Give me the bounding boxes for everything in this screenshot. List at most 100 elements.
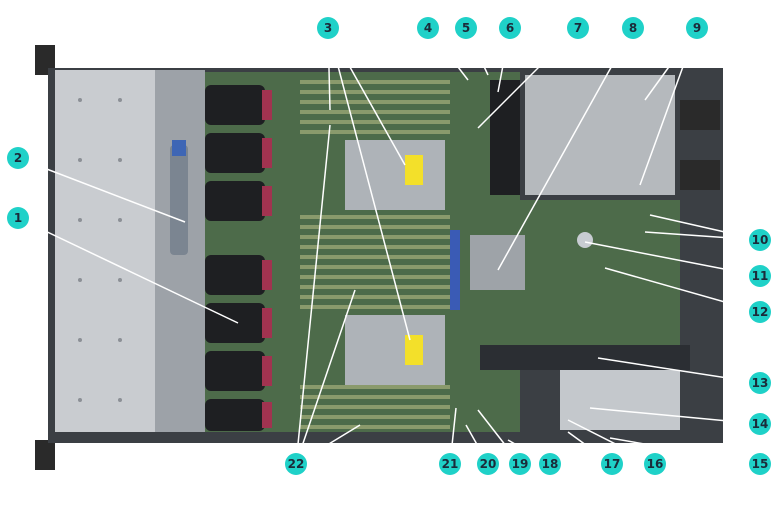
callout-16: 16 <box>644 453 666 475</box>
callout-21-marker <box>439 453 461 475</box>
callout-15-leader <box>609 437 761 465</box>
callout-2-leader <box>17 157 186 223</box>
callout-7-marker <box>567 17 589 39</box>
callout-2: 2 <box>7 147 29 169</box>
callout-1-marker <box>7 207 29 229</box>
callout-22-leader <box>295 124 331 465</box>
callout-7: 7 <box>567 17 589 39</box>
riser-cage <box>480 345 690 370</box>
callout-17-marker <box>601 453 623 475</box>
fan-array <box>205 85 272 431</box>
callout-6: 6 <box>499 17 521 39</box>
callout-10: 10 <box>749 229 771 251</box>
callout-8-marker <box>622 17 644 39</box>
server-chassis <box>35 45 723 470</box>
callout-15-marker <box>749 453 771 475</box>
callout-10-label: 10 <box>752 233 769 247</box>
callout-10-leader <box>644 231 761 241</box>
callout-11: 11 <box>749 265 771 287</box>
system-battery <box>577 232 593 248</box>
callout-5-marker <box>455 17 477 39</box>
callout-16-label: 16 <box>647 457 664 471</box>
callout-13-label: 13 <box>752 376 769 390</box>
callout-9-leader <box>644 27 698 101</box>
callout-13-leader <box>597 357 761 384</box>
callout-11-label: 11 <box>752 269 769 283</box>
callout-3-label: 3 <box>324 21 332 35</box>
callout-14-label: 14 <box>752 417 769 431</box>
callout-10-marker <box>749 229 771 251</box>
callout-3-leader <box>327 27 406 166</box>
callout-4-marker <box>417 17 439 39</box>
callout-20: 20 <box>477 453 499 475</box>
callout-12-label: 12 <box>752 305 769 319</box>
battery-pack <box>170 145 188 255</box>
callout-2-label: 2 <box>14 151 22 165</box>
callout-7-label: 7 <box>574 21 582 35</box>
callout-1-leader <box>17 217 239 324</box>
callout-8: 8 <box>622 17 644 39</box>
callout-8-label: 8 <box>629 21 637 35</box>
callout-4: 4 <box>417 17 439 39</box>
callout-22-label: 22 <box>288 457 305 471</box>
callout-12: 12 <box>749 301 771 323</box>
callout-19: 19 <box>509 453 531 475</box>
callout-3-marker <box>317 17 339 39</box>
callout-11-marker <box>749 265 771 287</box>
callout-14-marker <box>749 413 771 435</box>
callout-18: 18 <box>539 453 561 475</box>
callout-4-label: 4 <box>424 21 432 35</box>
callout-9: 9 <box>686 17 708 39</box>
callout-5: 5 <box>455 17 477 39</box>
power-supply-bays <box>525 75 675 195</box>
callout-15: 15 <box>749 453 771 475</box>
callout-12-leader <box>604 267 761 313</box>
callout-16-leader <box>567 419 656 465</box>
callout-15-label: 15 <box>752 457 769 471</box>
callout-18-label: 18 <box>542 457 559 471</box>
callout-22-leader <box>295 289 356 465</box>
processor-heatsink-2 <box>345 315 445 385</box>
callout-22-leader <box>295 424 361 465</box>
callout-17: 17 <box>601 453 623 475</box>
front-bezel-panel <box>55 70 155 432</box>
callout-13: 13 <box>749 372 771 394</box>
callout-21: 21 <box>439 453 461 475</box>
callout-2-marker <box>7 147 29 169</box>
callout-16-marker <box>644 453 666 475</box>
callout-3-leader <box>327 27 331 111</box>
callout-20-label: 20 <box>480 457 497 471</box>
callout-12-marker <box>749 301 771 323</box>
callout-13-marker <box>749 372 771 394</box>
callout-1-label: 1 <box>14 211 22 225</box>
callout-9-label: 9 <box>693 21 701 35</box>
callout-21-label: 21 <box>442 457 459 471</box>
callout-9-marker <box>686 17 708 39</box>
callout-22-marker <box>285 453 307 475</box>
callout-3: 3 <box>317 17 339 39</box>
callout-20-marker <box>477 453 499 475</box>
callout-10-leader <box>649 214 761 241</box>
callout-6-label: 6 <box>506 21 514 35</box>
callout-11-leader <box>584 241 761 277</box>
callout-19-marker <box>509 453 531 475</box>
callout-18-marker <box>539 453 561 475</box>
callout-7-leader <box>477 27 579 129</box>
callout-5-label: 5 <box>462 21 470 35</box>
callout-14-leader <box>589 407 761 425</box>
callout-8-leader <box>497 27 634 271</box>
callout-leader-lines <box>17 27 761 465</box>
callout-19-leader <box>477 409 521 465</box>
callout-6-marker <box>499 17 521 39</box>
callout-14: 14 <box>749 413 771 435</box>
processor-heatsink-1 <box>345 140 445 210</box>
callout-19-label: 19 <box>512 457 529 471</box>
callout-17-label: 17 <box>604 457 621 471</box>
dimm-slots <box>300 80 450 429</box>
callout-3-leader <box>327 27 411 341</box>
chipset-heatsink <box>470 235 525 290</box>
callout-22: 22 <box>285 453 307 475</box>
callout-9-leader <box>639 27 698 186</box>
